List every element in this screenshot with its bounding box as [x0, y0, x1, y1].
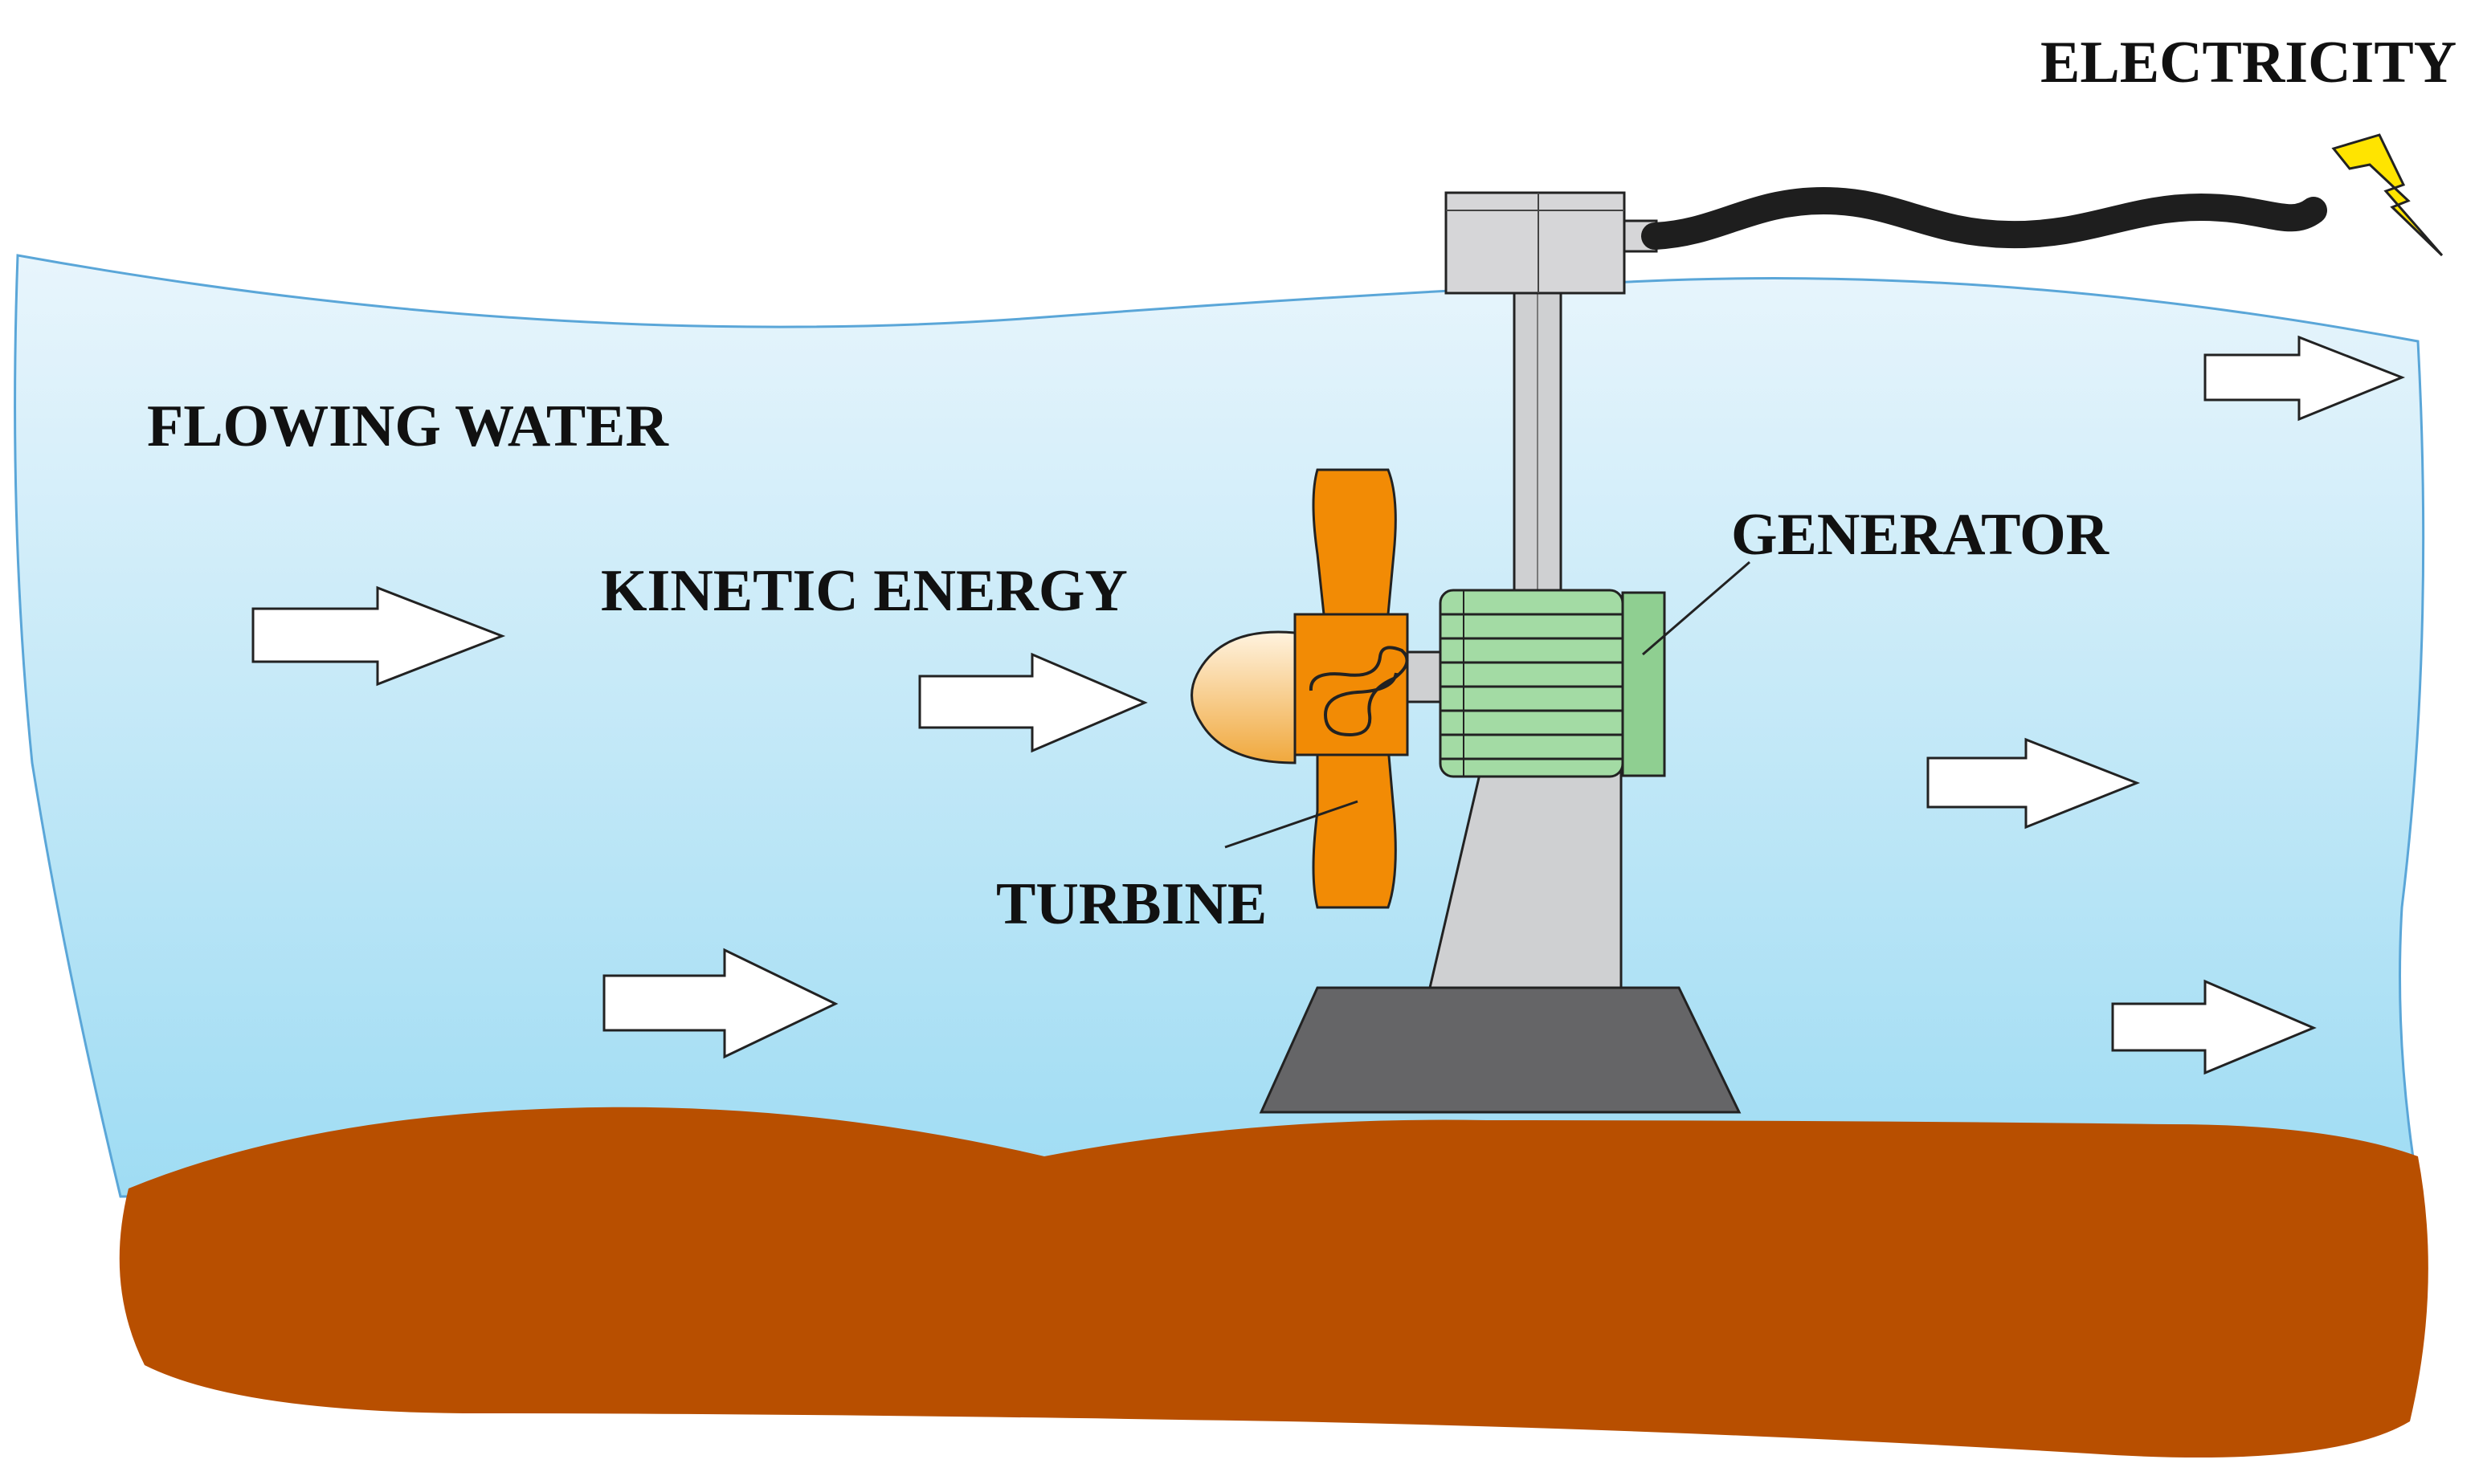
- lightning-bolt-icon: [2331, 133, 2444, 257]
- electricity-label: ELECTRICITY: [2040, 30, 2456, 96]
- right-arrow-icon: [2203, 335, 2406, 422]
- turbine: [1190, 468, 1409, 909]
- turbine-blade-lower: [1312, 745, 1397, 909]
- generator-leader-line: [1642, 561, 1750, 656]
- junction-box: [1444, 191, 1626, 295]
- right-arrow-icon: [602, 948, 839, 1059]
- turbine-blade-upper: [1312, 468, 1397, 616]
- kinetic-energy-label: KINETIC ENERGY: [601, 558, 1128, 624]
- tower-base: [1259, 986, 1742, 1114]
- turbine-nose-cone: [1190, 630, 1297, 764]
- flowing-water-label: FLOWING WATER: [147, 393, 670, 459]
- generator-label: GENERATOR: [1731, 502, 2110, 568]
- turbine-label: TURBINE: [996, 871, 1267, 937]
- flow-arrows: [251, 335, 2406, 1075]
- riverbed: [119, 1107, 2428, 1458]
- right-arrow-icon: [918, 652, 1148, 753]
- power-cable: [1641, 186, 2327, 250]
- generator-end-cap: [1621, 591, 1666, 777]
- generator: [1439, 589, 1666, 778]
- turbine-blade-twist: [1309, 646, 1409, 737]
- right-arrow-icon: [251, 585, 506, 687]
- turbine-leader-line: [1224, 800, 1358, 849]
- right-arrow-icon: [2111, 979, 2317, 1075]
- right-arrow-icon: [1926, 737, 2141, 830]
